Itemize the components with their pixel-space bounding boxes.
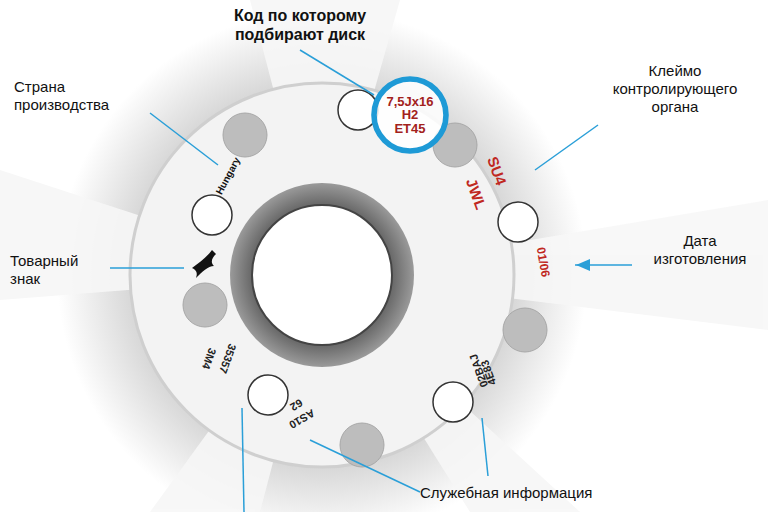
- selection-code-callout: Код по которому подбирают диск: [200, 6, 400, 44]
- date-callout: Дата изготовления: [640, 232, 760, 268]
- trademark-callout: Товарный знак: [10, 252, 110, 288]
- rim-code-text: 7,5Jx16: [387, 95, 434, 109]
- rim-code-text: ET45: [394, 122, 425, 136]
- code-highlight-circle: 7,5Jx16H2ET45: [370, 75, 450, 155]
- service-info-callout: Служебная информация: [420, 484, 640, 502]
- rim-code-text: H2: [402, 108, 419, 122]
- inspection-mark-callout: Клеймо контролирующего органа: [600, 62, 750, 116]
- country-callout: Страна производства: [14, 78, 154, 114]
- trademark-bird: [192, 250, 216, 278]
